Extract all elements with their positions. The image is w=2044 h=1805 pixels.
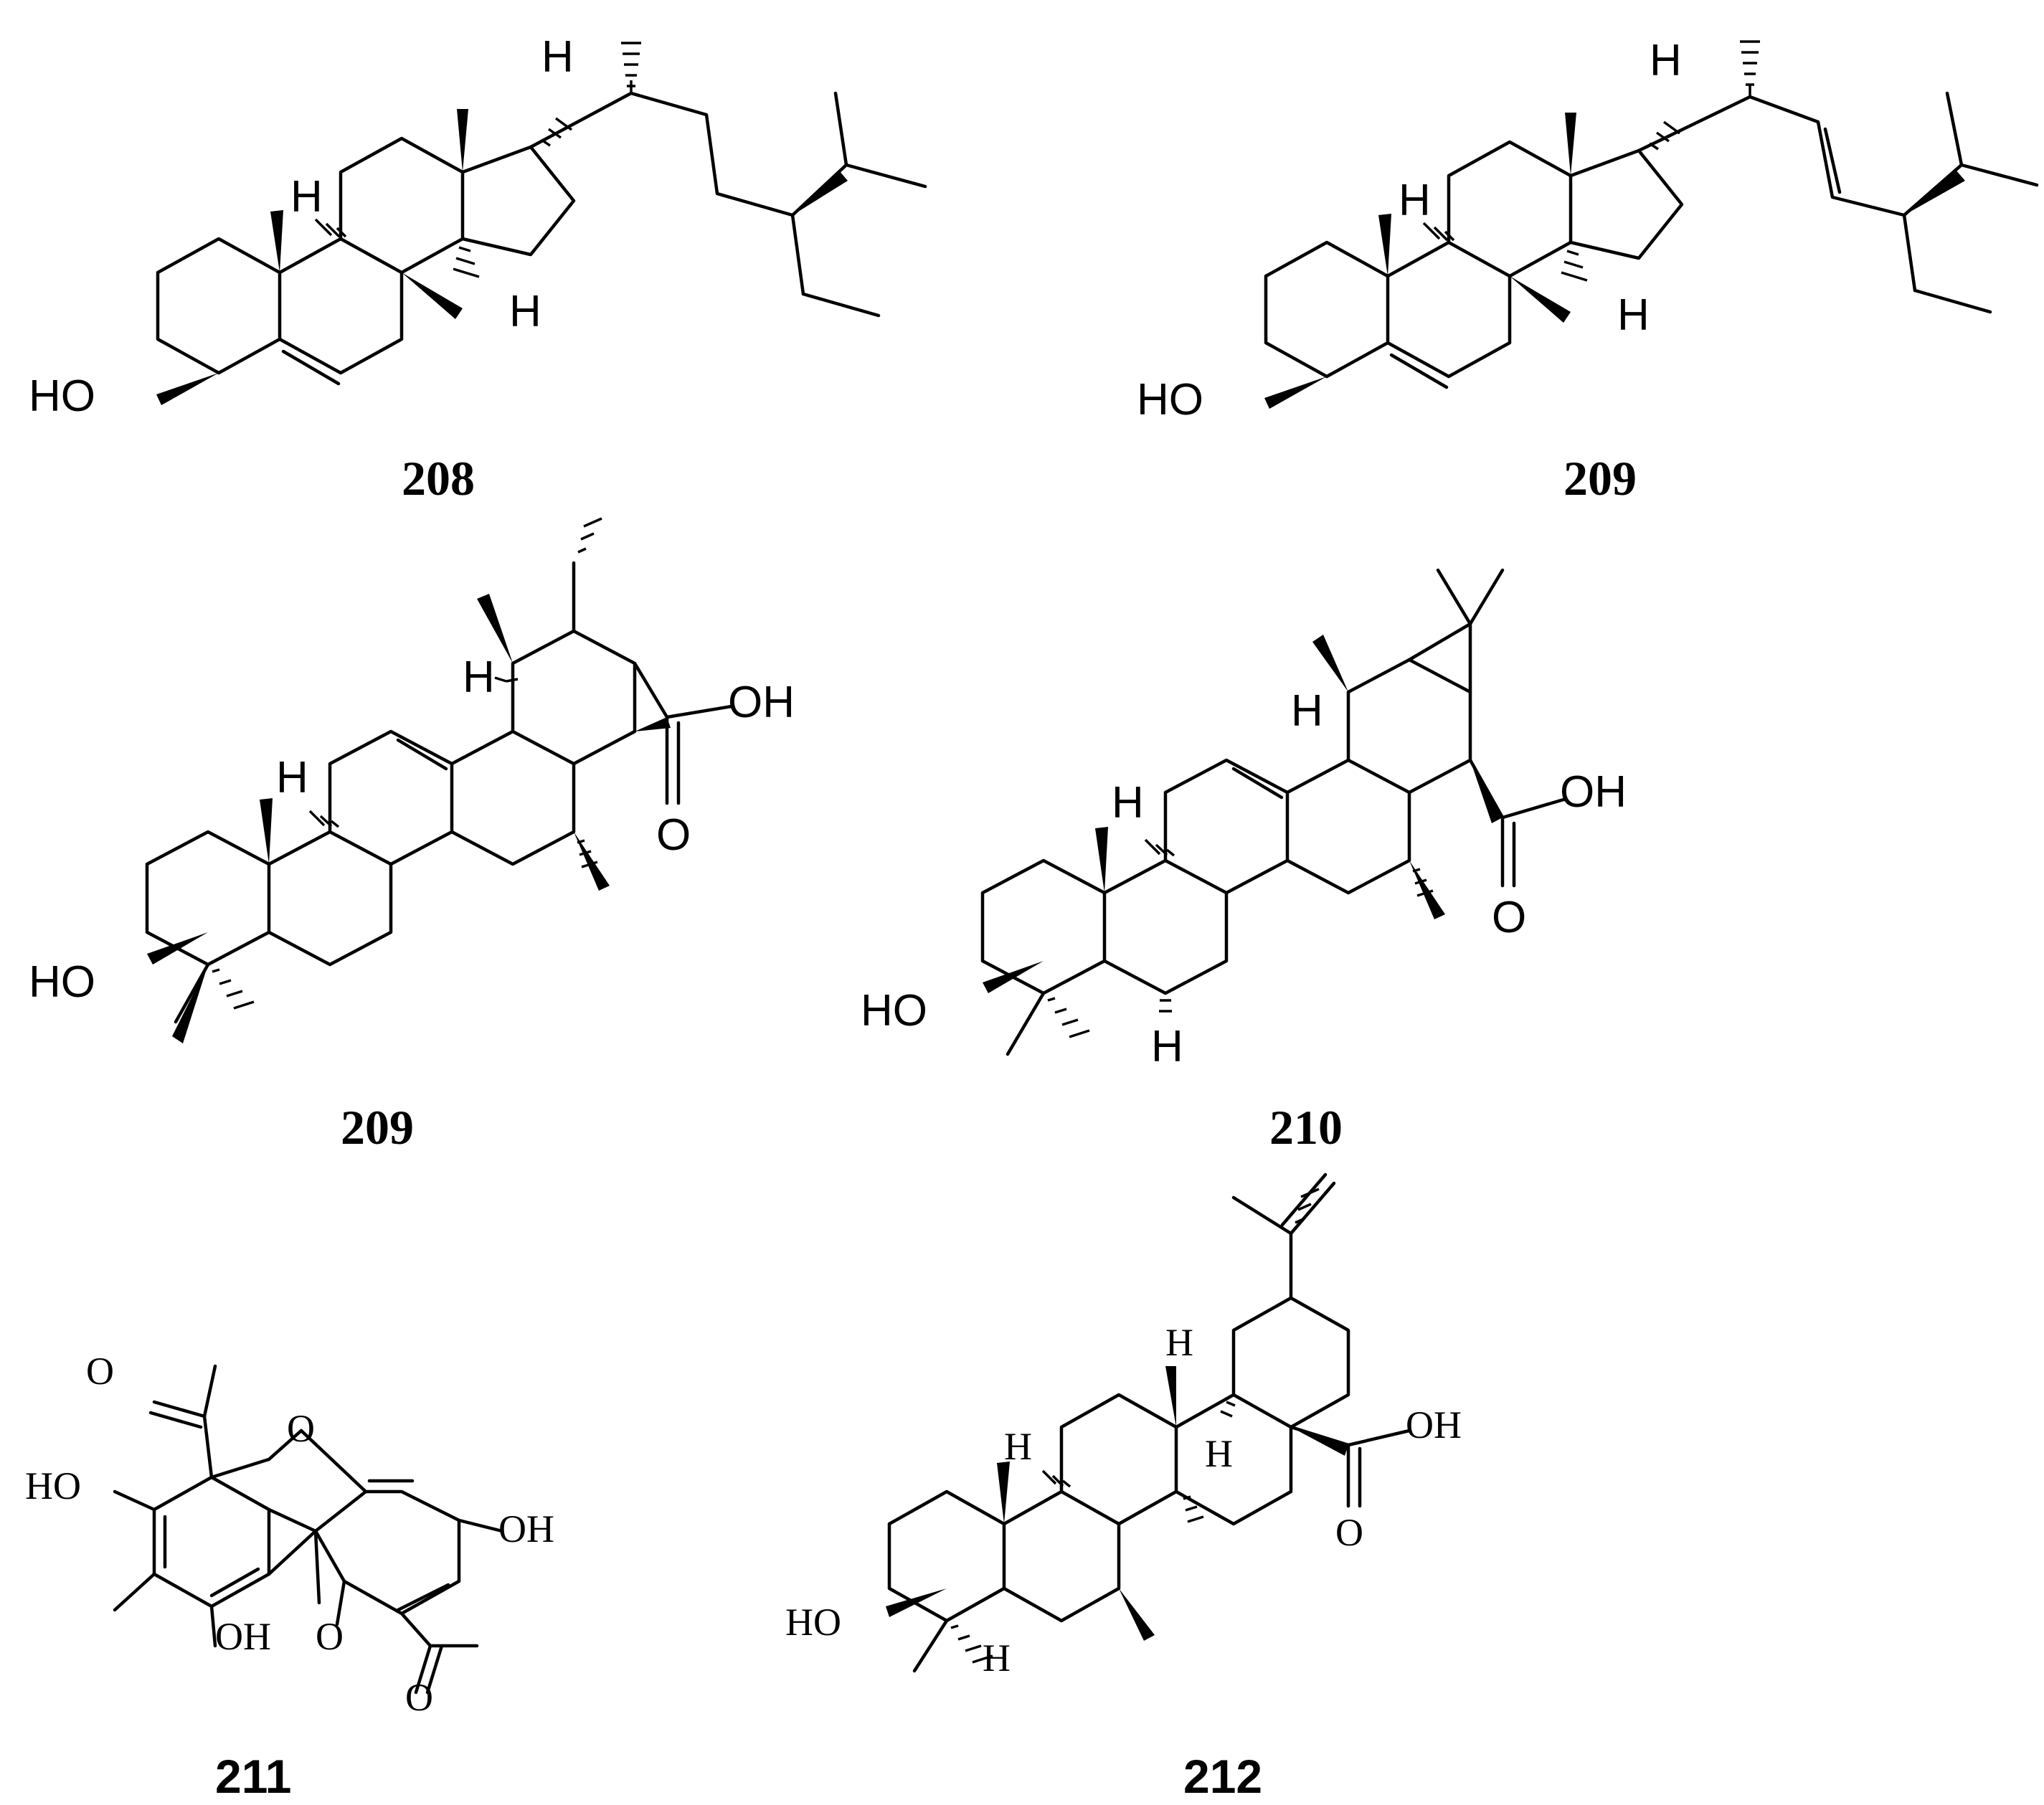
hash-bond-e [577,517,602,554]
hydrogen-label: H [1112,778,1144,828]
hash-bond-d [1422,222,1455,242]
compound-number: 208 [402,451,475,506]
structure-211: O HO OH OH O O O 211 [25,1350,554,1803]
hydrogen-label: H [541,32,574,82]
hydroxyl-label: HO [861,986,927,1036]
hydrogen-label: H [1617,290,1650,340]
hydroxyl-label: HO [29,957,95,1007]
furan-oxygen-label: O [287,1407,315,1450]
compound-number: 209 [1563,451,1637,506]
compound-number: 212 [1183,1750,1262,1803]
hash-bond-b [1144,838,1175,857]
compound-number: 209 [341,1100,414,1155]
hydroxyl-label: HO [785,1601,841,1644]
hash-bond-b [1649,120,1681,151]
hash-bond-a [212,968,255,1010]
hydroxyl-label: HO [1137,375,1203,425]
hydrogen-label: H [1650,36,1682,85]
carbonyl-oxygen-label: O [405,1676,433,1719]
carbonyl-oxygen-label: O [86,1350,114,1393]
hydroxyl-label: HO [29,371,95,421]
hash-bond-a [1740,40,1760,97]
structure-209b: HO H H OH O 209 [29,517,795,1155]
structure-212: HO H H H H OH O 212 [785,1172,1462,1803]
carbonyl-oxygen-label: O [656,810,691,860]
hydrogen-label: H [463,653,495,702]
hash-bond-d [1159,999,1172,1013]
carbonyl-oxygen-label: O [1335,1511,1363,1554]
hash-bond-c [577,839,598,868]
hash-bond-c [1412,868,1434,897]
hash-bond-e [1295,1188,1320,1224]
compound-number: 211 [215,1750,291,1803]
hash-bond-d [314,218,347,238]
hydrogen-label: H [1165,1321,1193,1364]
hydroxyl-label: OH [498,1507,554,1550]
structure-209a: HO H H H 209 [1137,36,2039,506]
hash-bond-a [950,1624,993,1664]
hydrogen-label: H [1291,686,1323,736]
carboxylic-hydroxyl-label: OH [1560,767,1627,817]
hydrogen-label: H [983,1636,1011,1680]
hash-bond-c [1561,250,1588,282]
hydrogen-label: H [1205,1432,1233,1475]
structure-208: HO H H H 208 [29,32,927,506]
carboxylic-hydroxyl-label: OH [1406,1403,1462,1446]
hash-bond-b [1041,1469,1071,1488]
hash-bond-b [308,810,340,828]
structure-210: HO H H H OH O 210 [861,568,1627,1155]
hydrogen-label: H [509,287,541,336]
hydroxyl-label: HO [25,1464,81,1507]
hydrogen-label: H [1399,176,1431,225]
hash-bond-a [621,42,641,93]
hydrogen-label: H [1151,1022,1183,1071]
carboxylic-hydroxyl-label: OH [728,678,795,727]
hash-bond-b [541,117,573,147]
hydroxyl-label: OH [215,1615,271,1658]
hash-bond-a [1047,997,1090,1038]
carbonyl-oxygen-label: O [1492,893,1526,942]
hash-bond-c [453,246,480,278]
carbonyl-oxygen-label: O [316,1615,344,1658]
hydrogen-label: H [290,172,323,222]
hydrogen-label: H [276,753,308,802]
hydrogen-label: H [1004,1425,1032,1468]
hash-bond-c [1183,1495,1204,1523]
hash-bond-d [1220,1401,1236,1418]
hash-bond-d [494,676,519,683]
compound-number: 210 [1269,1100,1343,1155]
